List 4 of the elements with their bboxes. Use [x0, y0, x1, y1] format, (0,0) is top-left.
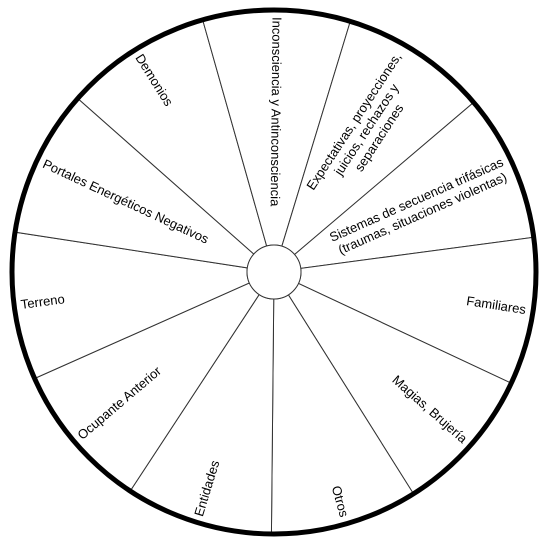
- sector-label: Inconsciencia y Antinconsciencia: [267, 16, 284, 206]
- sector-label: Otros: [328, 484, 351, 520]
- sector-label: Familiares: [466, 294, 528, 318]
- sector-label: Terreno: [20, 292, 66, 314]
